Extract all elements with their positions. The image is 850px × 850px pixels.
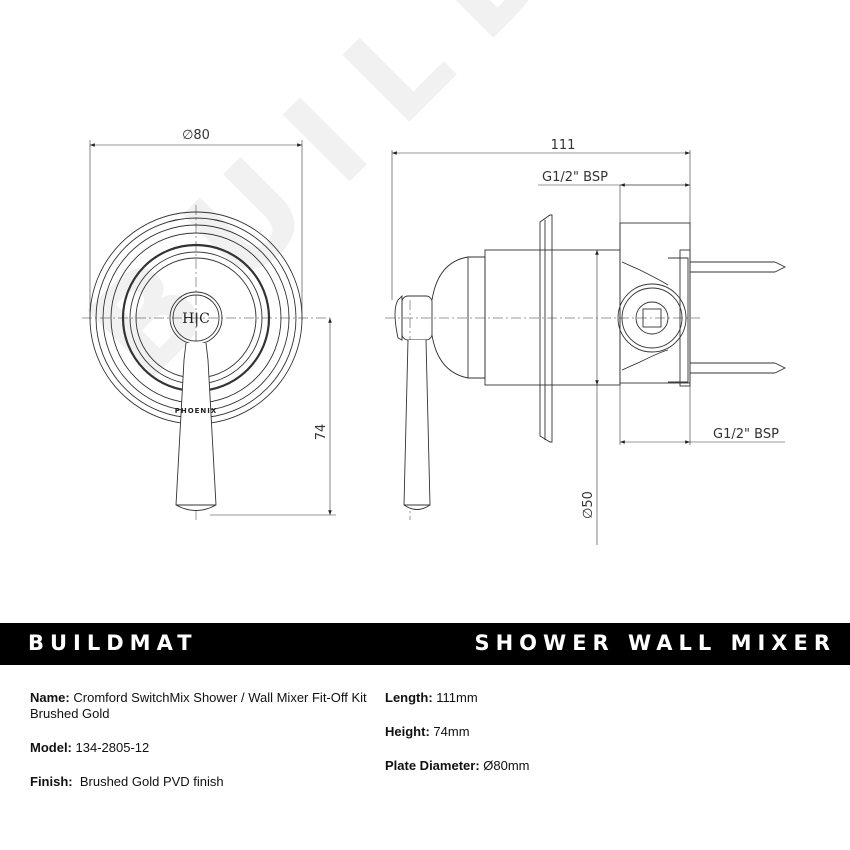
spec-list-left: Name: Cromford SwitchMix Shower / Wall M… [30, 690, 370, 808]
spec-value: Cromford SwitchMix Shower / Wall Mixer F… [30, 690, 367, 721]
spec-model: Model: 134-2805-12 [30, 740, 370, 756]
side-view [385, 150, 787, 545]
drawing-svg: ∅80 H|C PHOENIX 74 [82, 128, 787, 545]
spec-label: Length: [385, 690, 433, 705]
spec-finish: Finish: Brushed Gold PVD finish [30, 774, 370, 790]
spec-label: Model: [30, 740, 72, 755]
title-banner: BUILDMAT SHOWER WALL MIXER [0, 623, 850, 665]
spec-value: Ø80mm [483, 758, 530, 773]
spec-label: Name: [30, 690, 70, 705]
spec-label: Plate Diameter: [385, 758, 480, 773]
product-category: SHOWER WALL MIXER [474, 631, 836, 655]
spec-value: 111mm [436, 690, 478, 705]
brand-name: BUILDMAT [28, 631, 198, 655]
diameter-50-label: ∅50 [581, 491, 596, 519]
spec-list-right: Length: 111mm Height: 74mm Plate Diamete… [385, 690, 685, 792]
spec-value: Brushed Gold PVD finish [76, 774, 224, 789]
hc-label: H|C [182, 311, 210, 327]
bottom-thread-label: G1/2" BSP [713, 427, 779, 442]
top-thread-label: G1/2" BSP [542, 170, 608, 185]
spec-value: 74mm [433, 724, 470, 739]
spec-label: Height: [385, 724, 430, 739]
spec-label: Finish: [30, 774, 73, 789]
length-111-label: 111 [551, 138, 576, 153]
brand-mark: PHOENIX [175, 407, 218, 415]
diameter-80-label: ∅80 [182, 128, 210, 143]
spec-length: Length: 111mm [385, 690, 685, 706]
height-74-label: 74 [314, 424, 329, 441]
technical-drawing: BUILDMAT [60, 0, 850, 545]
spec-name: Name: Cromford SwitchMix Shower / Wall M… [30, 690, 370, 722]
front-view [82, 140, 336, 520]
spec-height: Height: 74mm [385, 724, 685, 740]
spec-value: 134-2805-12 [75, 740, 150, 755]
spec-plate-diameter: Plate Diameter: Ø80mm [385, 758, 685, 774]
